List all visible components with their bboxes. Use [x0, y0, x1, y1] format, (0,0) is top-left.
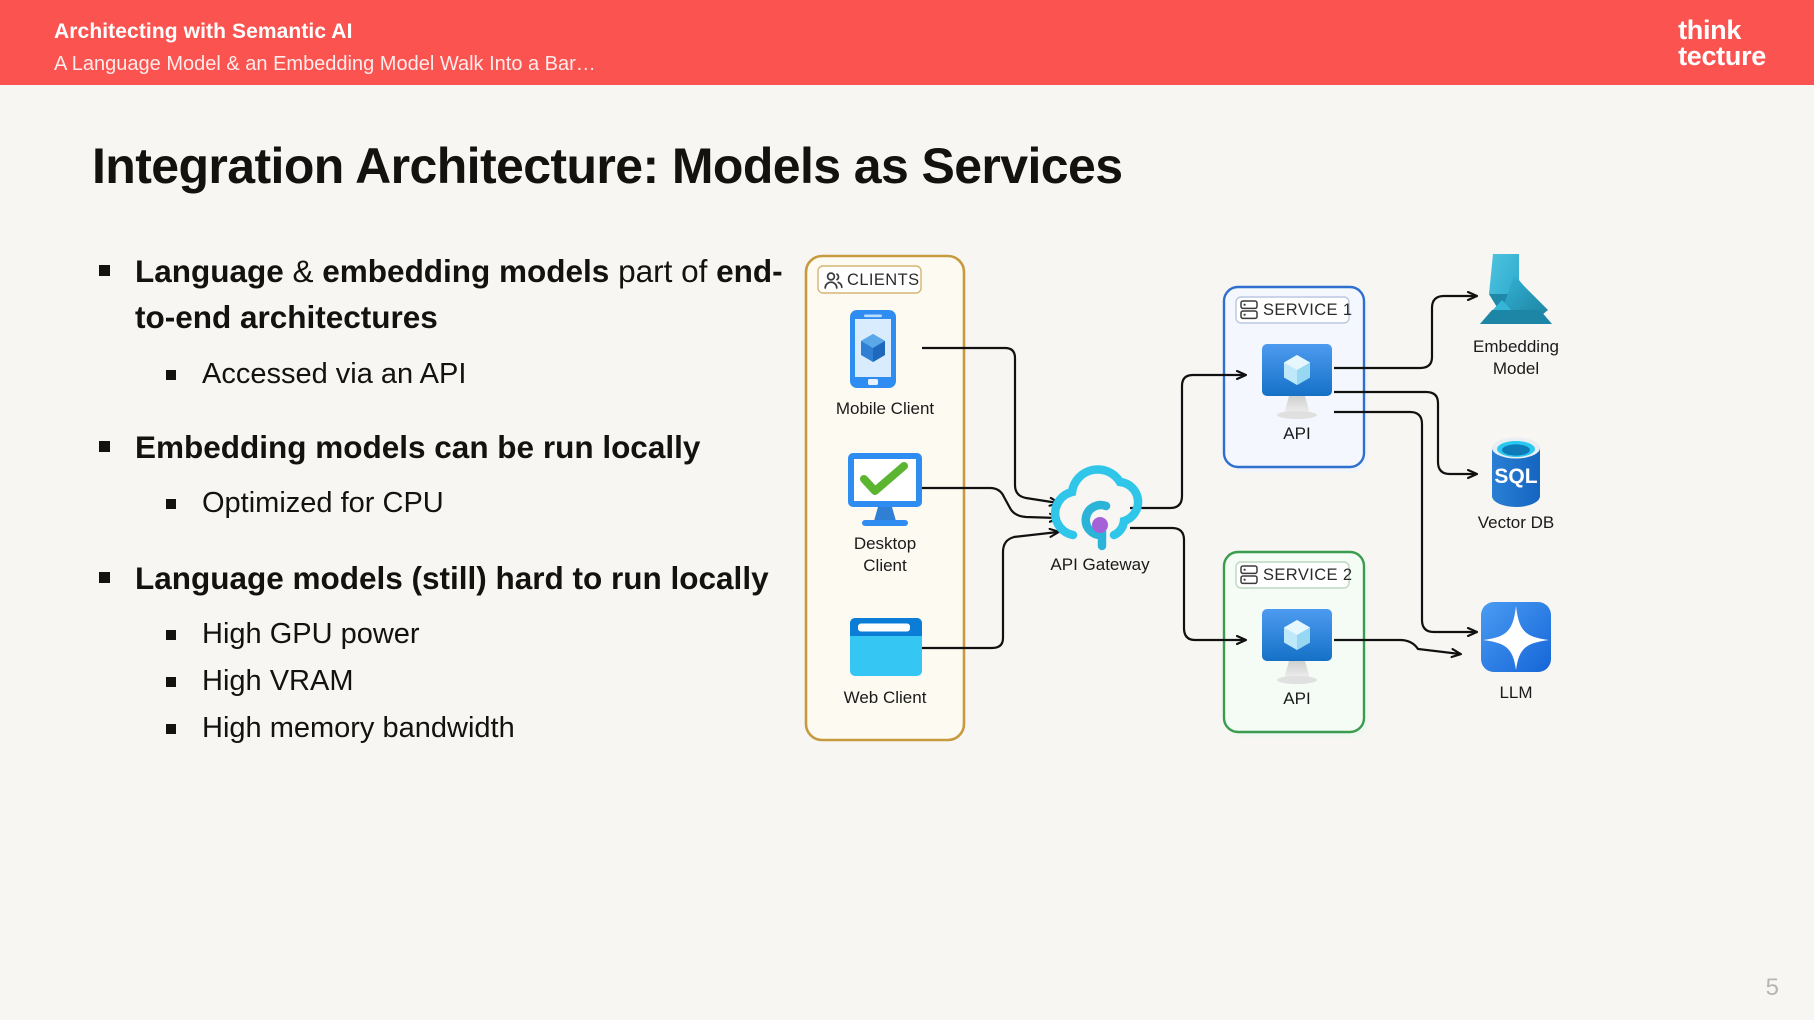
- logo-line-2: tecture: [1678, 41, 1766, 72]
- browser-window-icon: [850, 618, 922, 676]
- bullet-group-1: Language & embedding models part of end-…: [95, 248, 795, 398]
- node-vector-db[interactable]: SQL Vector DB: [1478, 437, 1555, 533]
- bullet-1-part-4: end-to-end architectures: [135, 253, 783, 336]
- bullet-group-3: Language models (still) hard to run loca…: [95, 555, 795, 752]
- bullet-1-part-2: embedding models: [322, 253, 610, 289]
- bullet-1-part-1: &: [283, 253, 323, 289]
- bullet-main-3: Language models (still) hard to run loca…: [95, 555, 795, 601]
- bullet-1-part-0: Language: [135, 253, 284, 289]
- bullet-main-1: Language & embedding models part of end-…: [95, 248, 795, 341]
- group-label-clients: CLIENTS: [847, 271, 919, 289]
- node-label-desktop-client-line1: Desktop: [854, 534, 916, 553]
- node-embedding-model[interactable]: Embedding Model: [1473, 254, 1559, 378]
- server-icon: [1240, 565, 1258, 585]
- node-label-web-client: Web Client: [844, 688, 927, 707]
- bullet-main-2: Embedding models can be run locally: [95, 424, 795, 470]
- connector-gateway-to-service1: [1130, 375, 1245, 510]
- people-icon: [824, 272, 843, 289]
- sparkle-star-icon: [1481, 602, 1551, 672]
- connector-desktop-to-gateway: [922, 486, 1058, 518]
- connector-service1-to-vectordb: [1334, 390, 1476, 474]
- node-label-embedding-model-line1: Embedding: [1473, 337, 1559, 356]
- node-label-desktop-client-line2: Client: [863, 556, 907, 575]
- api-monitor-icon: [1262, 344, 1332, 419]
- page-title: Integration Architecture: Models as Serv…: [92, 138, 1123, 194]
- node-label-embedding-model-line2: Model: [1493, 359, 1539, 378]
- logo-line-1: think: [1678, 15, 1742, 45]
- node-service1-api[interactable]: API: [1262, 344, 1332, 443]
- node-web-client[interactable]: Web Client: [844, 618, 927, 707]
- cloud-gateway-icon: [1050, 465, 1143, 551]
- server-icon: [1240, 300, 1258, 320]
- node-label-api-gateway: API Gateway: [1050, 555, 1150, 574]
- mobile-phone-icon: [850, 310, 896, 388]
- bullet-2-part-0: Embedding models can be run locally: [135, 428, 701, 465]
- thinktecture-logo: think tecture: [1678, 15, 1766, 72]
- connector-gateway-to-service2: [1130, 526, 1245, 640]
- bullet-sub-1-1: Accessed via an API: [95, 351, 795, 398]
- connector-service1-to-llm: [1334, 410, 1476, 632]
- connector-service1-to-embedding: [1334, 296, 1476, 370]
- group-label-service2: SERVICE 2: [1263, 566, 1353, 584]
- node-service2-api[interactable]: API: [1262, 609, 1332, 708]
- bullet-group-2: Embedding models can be run locally Opti…: [95, 424, 795, 527]
- node-llm[interactable]: LLM: [1481, 602, 1551, 702]
- node-mobile-client[interactable]: Mobile Client: [836, 310, 935, 418]
- node-label-llm: LLM: [1499, 683, 1532, 702]
- connector-service2-to-llm: [1334, 638, 1460, 654]
- page-number: 5: [1765, 974, 1779, 1001]
- node-desktop-client[interactable]: Desktop Client: [848, 453, 922, 575]
- connector-mobile-to-gateway: [922, 346, 1058, 503]
- bullet-3-part-0: Language models (still) hard to run loca…: [135, 559, 769, 596]
- bullet-sub-2-1: Optimized for CPU: [95, 480, 795, 527]
- ai-flask-icon: [1480, 254, 1552, 324]
- bullet-sub-3-1: High GPU power: [95, 611, 795, 658]
- bullet-sub-3-2: High VRAM: [95, 658, 795, 705]
- sql-database-icon: SQL: [1492, 437, 1540, 507]
- node-label-service1-api: API: [1283, 424, 1310, 443]
- api-monitor-icon: [1262, 609, 1332, 684]
- header-subtitle: A Language Model & an Embedding Model Wa…: [54, 53, 596, 75]
- sql-icon-text: SQL: [1494, 465, 1537, 488]
- desktop-monitor-check-icon: [848, 453, 922, 526]
- bullet-1-part-3: part of: [609, 253, 717, 289]
- group-label-service1: SERVICE 1: [1263, 301, 1353, 319]
- bullet-sub-3-3: High memory bandwidth: [95, 705, 795, 752]
- node-label-service2-api: API: [1283, 689, 1310, 708]
- node-label-mobile-client: Mobile Client: [836, 399, 935, 418]
- architecture-diagram: CLIENTS SERVICE 1 SERVICE 2: [800, 240, 1800, 800]
- slide-header: Architecting with Semantic AI A Language…: [0, 0, 1814, 85]
- header-title: Architecting with Semantic AI: [54, 20, 353, 43]
- connector-web-to-gateway: [922, 532, 1058, 650]
- node-label-vector-db: Vector DB: [1478, 513, 1555, 532]
- bullet-list: Language & embedding models part of end-…: [95, 248, 795, 778]
- node-api-gateway[interactable]: API Gateway: [1050, 465, 1150, 574]
